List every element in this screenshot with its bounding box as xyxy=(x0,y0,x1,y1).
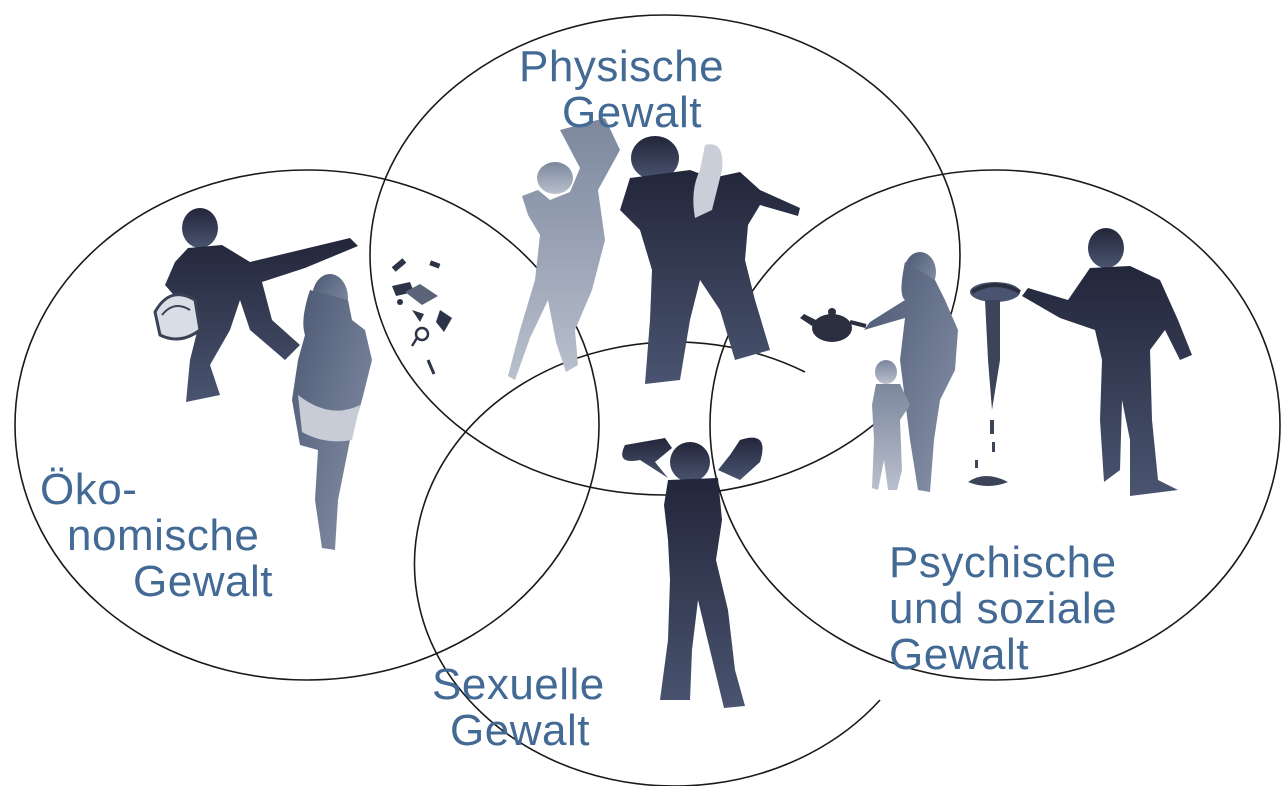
label-physical-violence: Physische Gewalt xyxy=(0,44,1281,136)
psychological-violence-illustration xyxy=(800,228,1192,496)
label-psychological-line-1: Psychische xyxy=(889,540,1117,586)
label-sexual-line-1: Sexuelle xyxy=(432,662,605,708)
label-psychological-line-3: Gewalt xyxy=(889,632,1117,678)
label-psychological-line-2: und soziale xyxy=(889,586,1117,632)
man-pouring-figure xyxy=(1022,228,1192,496)
teapot-icon xyxy=(800,308,866,342)
pouring-liquid xyxy=(968,300,1008,486)
man-struggling-figure xyxy=(620,136,800,384)
bowl-icon xyxy=(970,282,1020,302)
sexual-violence-illustration xyxy=(622,438,762,708)
scattered-objects-illustration xyxy=(392,258,452,374)
label-psychological-social-violence: Psychische und soziale Gewalt xyxy=(889,540,1117,678)
label-physical-line-1: Physische xyxy=(519,44,1281,90)
label-economic-line-3: Gewalt xyxy=(133,559,273,605)
physical-violence-illustration xyxy=(508,118,800,384)
label-economic-line-1: Öko- xyxy=(40,467,273,513)
label-sexual-violence: Sexuelle Gewalt xyxy=(432,662,605,754)
handbag-icon xyxy=(155,295,200,339)
label-sexual-line-2: Gewalt xyxy=(450,708,605,754)
woman-struggling-figure xyxy=(508,118,620,380)
woman-hands-behind-back-figure xyxy=(292,274,372,550)
label-economic-line-2: nomische xyxy=(67,513,273,559)
label-economic-violence: Öko- nomische Gewalt xyxy=(40,467,273,605)
label-physical-line-2: Gewalt xyxy=(562,90,1281,136)
